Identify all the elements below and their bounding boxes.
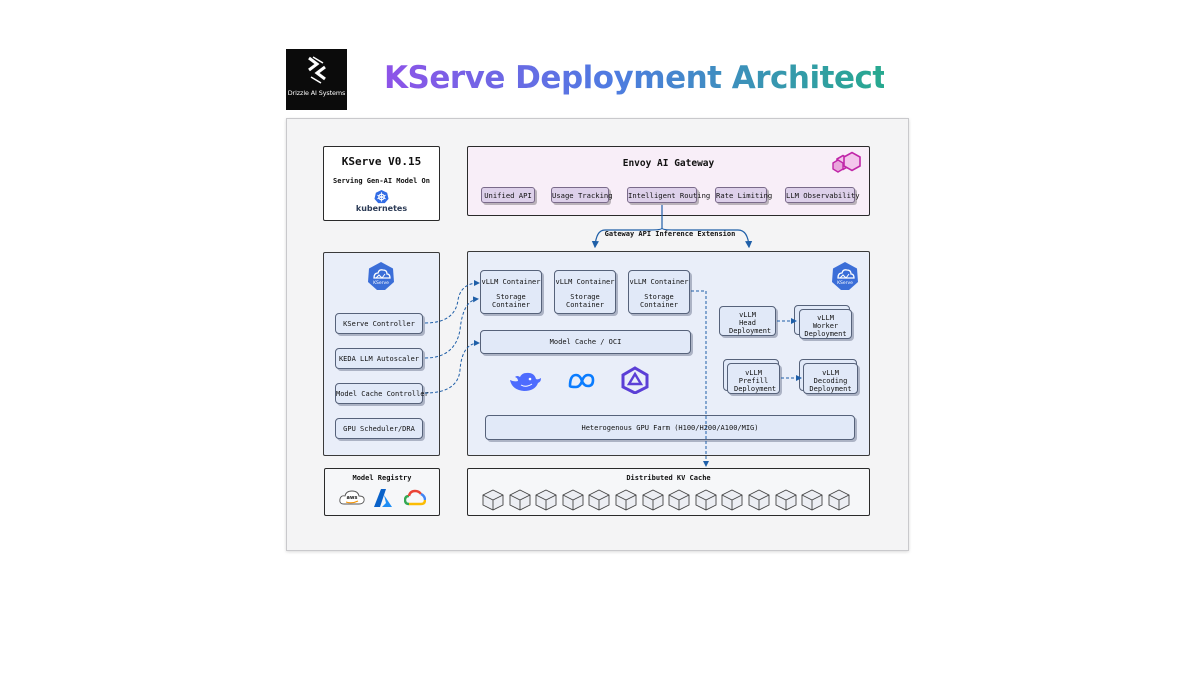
kserve-badge-label: KServe	[373, 281, 389, 286]
aws-icon	[339, 490, 365, 505]
gateway-feature-intelligent-routing: Intelligent Routing	[627, 187, 710, 203]
aws-label: aws	[346, 495, 358, 501]
vllm-prefill-deployment: vLLM Prefill Deployment	[727, 363, 780, 394]
vllm-container-2: vLLM Container Storage Container	[554, 270, 616, 314]
cube-icon	[615, 489, 637, 511]
model-cache-controller: Model Cache Controller	[335, 383, 429, 404]
kubernetes-icon	[374, 189, 389, 204]
cube-icon	[562, 489, 584, 511]
kserve-cluster-icon	[832, 262, 858, 290]
cube-icon	[801, 489, 823, 511]
envoy-gateway-box: Envoy AI Gateway Unified API Usage Track…	[467, 146, 870, 216]
vllm-container-title: vLLM Container	[555, 278, 615, 286]
cube-icon	[668, 489, 690, 511]
vllm-worker-label: vLLM Worker Deployment	[804, 314, 847, 338]
drizzle-logo-icon	[308, 56, 326, 84]
vllm-container-1: vLLM Container Storage Container	[480, 270, 542, 314]
kubernetes-label: kubernetes	[355, 204, 408, 213]
gateway-feature-unified-api: Unified API	[481, 187, 535, 203]
vllm-container-title: vLLM Container	[629, 278, 689, 286]
storage-container-label: Storage Container	[492, 293, 530, 309]
gateway-feature-rate-limiting: Rate Limiting	[715, 187, 772, 203]
vllm-decoding-deployment: vLLM Decoding Deployment	[803, 363, 858, 394]
vllm-worker-deployment: vLLM Worker Deployment	[799, 309, 852, 339]
qwen-icon	[621, 366, 649, 394]
vllm-container-3: vLLM Container Storage Container	[628, 270, 690, 314]
kserve-icon	[368, 262, 394, 290]
cube-icon	[828, 489, 850, 511]
kserve-subtitle: Serving Gen-AI Model On	[333, 177, 430, 185]
kv-cache-box: Distributed KV Cache	[467, 468, 870, 516]
keda-llm-autoscaler: KEDA LLM Autoscaler	[335, 348, 423, 369]
page-title: KServe Deployment Architecture	[384, 60, 944, 104]
gpu-scheduler-dra: GPU Scheduler/DRA	[335, 418, 423, 439]
cube-icon	[482, 489, 504, 511]
azure-icon	[374, 489, 392, 507]
vllm-decoding-label: vLLM Decoding Deployment	[809, 369, 852, 393]
logo-text: Drizzle AI Systems	[287, 89, 346, 97]
storage-container-label: Storage Container	[640, 293, 678, 309]
model-registry-box: Model Registry aws	[324, 468, 440, 516]
kv-cache-title: Distributed KV Cache	[626, 474, 711, 482]
gateway-feature-llm-observability: LLM Observability	[785, 187, 860, 203]
envoy-icon	[832, 151, 861, 173]
storage-container-label: Storage Container	[566, 293, 604, 309]
kserve-controller: KServe Controller	[335, 313, 423, 334]
cube-icon	[642, 489, 664, 511]
cube-icon	[509, 489, 531, 511]
kserve-cluster-badge-label: KServe	[837, 281, 853, 286]
cube-icon	[721, 489, 743, 511]
vllm-head-deployment: vLLM Head Deployment	[719, 306, 776, 336]
gateway-title: Envoy AI Gateway	[622, 158, 715, 169]
cube-icon	[588, 489, 610, 511]
google-cloud-icon	[404, 489, 426, 506]
gateway-feature-usage-tracking: Usage Tracking	[551, 187, 613, 203]
cube-icon	[535, 489, 557, 511]
cube-icon	[695, 489, 717, 511]
vllm-head-label: vLLM Head Deployment	[729, 311, 772, 335]
cube-icon	[748, 489, 770, 511]
meta-icon	[568, 373, 595, 389]
extension-label: Gateway API Inference Extension	[604, 230, 736, 238]
deepseek-whale-icon	[510, 372, 541, 391]
kserve-version-box: KServe V0.15 Serving Gen-AI Model On kub…	[323, 146, 440, 221]
kserve-version-title: KServe V0.15	[341, 155, 422, 168]
model-cache-oci: Model Cache / OCI	[480, 330, 691, 354]
drizzle-logo: Drizzle AI Systems	[286, 49, 347, 110]
vllm-prefill-label: vLLM Prefill Deployment	[734, 369, 777, 393]
gpu-farm: Heterogenous GPU Farm (H100/H200/A100/MI…	[485, 415, 855, 440]
model-registry-title: Model Registry	[352, 474, 412, 482]
vllm-container-title: vLLM Container	[481, 278, 541, 286]
cube-icon	[775, 489, 797, 511]
